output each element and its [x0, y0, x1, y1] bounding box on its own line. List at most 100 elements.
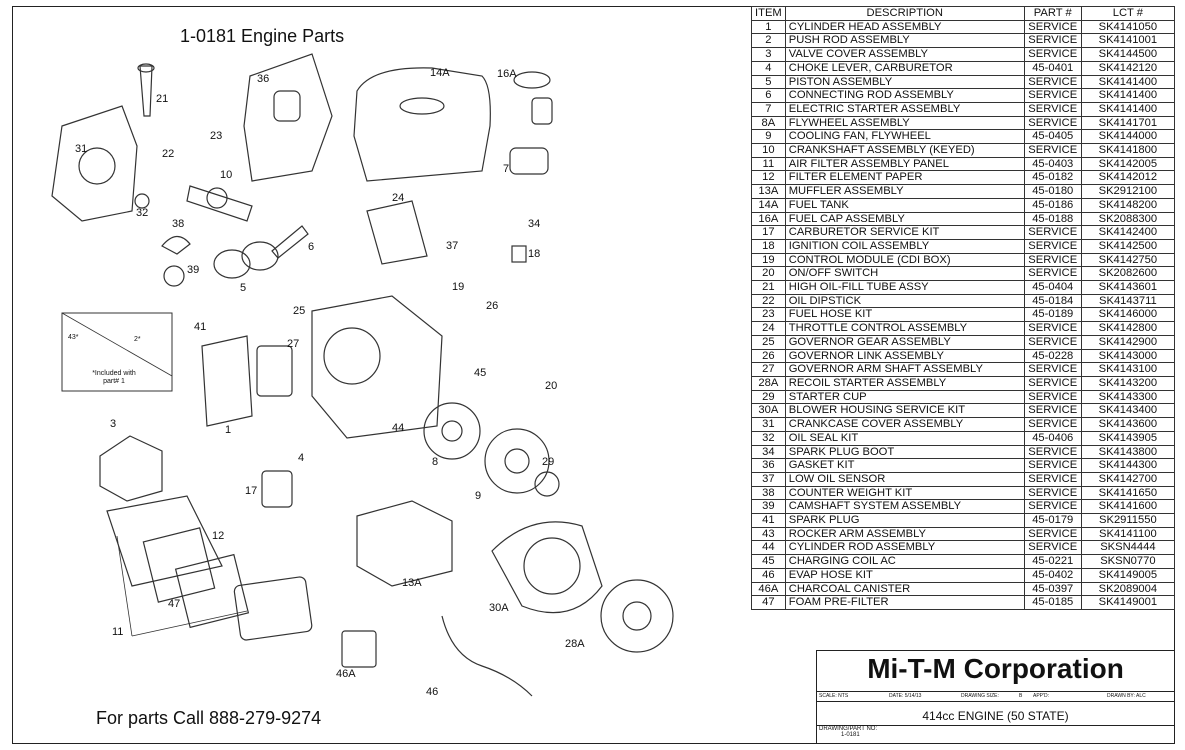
callout-6: 6 [308, 241, 315, 253]
cell-lct: SK4142900 [1080, 334, 1176, 350]
cell-item: 30A [751, 403, 786, 419]
cell-item: 13A [751, 184, 786, 199]
cell-lct: SK4141800 [1080, 143, 1176, 158]
cell-item: 28A [751, 375, 786, 391]
title-block: Mi-T-M Corporation SCALE: NTS DATE: 5/14… [816, 650, 1175, 744]
cell-lct: SK2912100 [1080, 184, 1176, 199]
callout-20: 20 [545, 380, 558, 392]
cell-lct: SK4143711 [1080, 293, 1176, 309]
cell-item: 19 [751, 252, 786, 268]
cell-part: SERVICE [1023, 485, 1082, 501]
cell-part: SERVICE [1023, 417, 1082, 432]
cell-lct: SK4143800 [1080, 444, 1176, 460]
callout-17: 17 [245, 485, 258, 497]
cell-lct: SK2082600 [1080, 266, 1176, 282]
cell-item: 25 [751, 334, 786, 350]
cell-part: SERVICE [1023, 375, 1082, 391]
cell-description: FUEL TANK [784, 197, 1025, 213]
cell-part: SERVICE [1023, 143, 1082, 158]
callout-21: 21 [156, 93, 169, 105]
cell-description: GOVERNOR LINK ASSEMBLY [784, 348, 1025, 364]
cell-item: 18 [751, 238, 786, 254]
callout-29: 29 [542, 456, 555, 468]
cell-part: SERVICE [1023, 471, 1082, 487]
cell-part: 45-0404 [1023, 280, 1082, 295]
inset-note: *Included with part# 1 [92, 370, 136, 385]
callout-28a: 28A [565, 638, 585, 650]
callout-26: 26 [486, 300, 499, 312]
cell-lct: SK4142400 [1080, 225, 1176, 240]
callout-19: 19 [452, 281, 465, 293]
cell-item: 47 [751, 595, 786, 610]
cell-part: SERVICE [1023, 266, 1082, 282]
cell-part: 45-0180 [1023, 184, 1082, 199]
callout-23: 23 [210, 130, 223, 142]
drawing-size-value: B [1019, 693, 1023, 699]
callout-46: 46 [426, 686, 439, 698]
title-block-info-row: SCALE: NTS DATE: 5/14/13 DRAWING SIZE: B… [817, 691, 1174, 702]
cell-description: EVAP HOSE KIT [784, 567, 1025, 583]
cell-lct: SK4141600 [1080, 499, 1176, 515]
cell-lct: SKSN4444 [1080, 540, 1176, 556]
cell-item: 44 [751, 540, 786, 556]
cell-part: SERVICE [1023, 321, 1082, 336]
cell-description: OIL SEAL KIT [784, 430, 1025, 446]
cell-item: 20 [751, 266, 786, 282]
cell-part: SERVICE [1023, 403, 1082, 419]
cell-lct: SK4142012 [1080, 170, 1176, 186]
cell-part: SERVICE [1023, 334, 1082, 350]
cell-item: 16A [751, 211, 786, 227]
cell-item: 32 [751, 430, 786, 446]
cell-description: PISTON ASSEMBLY [784, 74, 1025, 90]
cell-item: 29 [751, 389, 786, 405]
cell-lct: SK4141400 [1080, 88, 1176, 103]
cell-part: SERVICE [1023, 389, 1082, 405]
callout-1: 1 [225, 424, 232, 436]
cell-lct: SK4142700 [1080, 471, 1176, 487]
cell-lct: SK4143200 [1080, 375, 1176, 391]
cell-lct: SK2911550 [1080, 513, 1176, 528]
part-number-row: DRAWING/PART NO: 1-0181 [817, 725, 1174, 738]
cell-part: 45-0397 [1023, 581, 1082, 597]
cell-lct: SK4141400 [1080, 101, 1176, 117]
drawn-by-field: DRAWN BY: ALC [1107, 693, 1146, 699]
cell-part: 45-0179 [1023, 513, 1082, 528]
cell-description: CARBURETOR SERVICE KIT [784, 225, 1025, 240]
cell-item: 26 [751, 348, 786, 364]
callout-10: 10 [220, 169, 233, 181]
cell-part: SERVICE [1023, 88, 1082, 103]
cell-description: CHARGING COIL AC [784, 554, 1025, 569]
cell-lct: SK4149005 [1080, 567, 1176, 583]
cell-lct: SK4141701 [1080, 115, 1176, 131]
callout-34: 34 [528, 218, 541, 230]
drawing-description: 414cc ENGINE (50 STATE) [922, 709, 1069, 723]
table-header-row: ITEM DESCRIPTION PART # LCT # [751, 6, 1176, 21]
cell-description: CONNECTING ROD ASSEMBLY [784, 88, 1025, 103]
cell-lct: SK4141050 [1080, 19, 1176, 35]
callout-5: 5 [240, 282, 247, 294]
callout-24: 24 [392, 192, 405, 204]
cell-lct: SK4143000 [1080, 348, 1176, 364]
callout-46a: 46A [336, 668, 356, 680]
cell-description: FILTER ELEMENT PAPER [784, 170, 1025, 186]
cell-part: 45-0401 [1023, 60, 1082, 76]
